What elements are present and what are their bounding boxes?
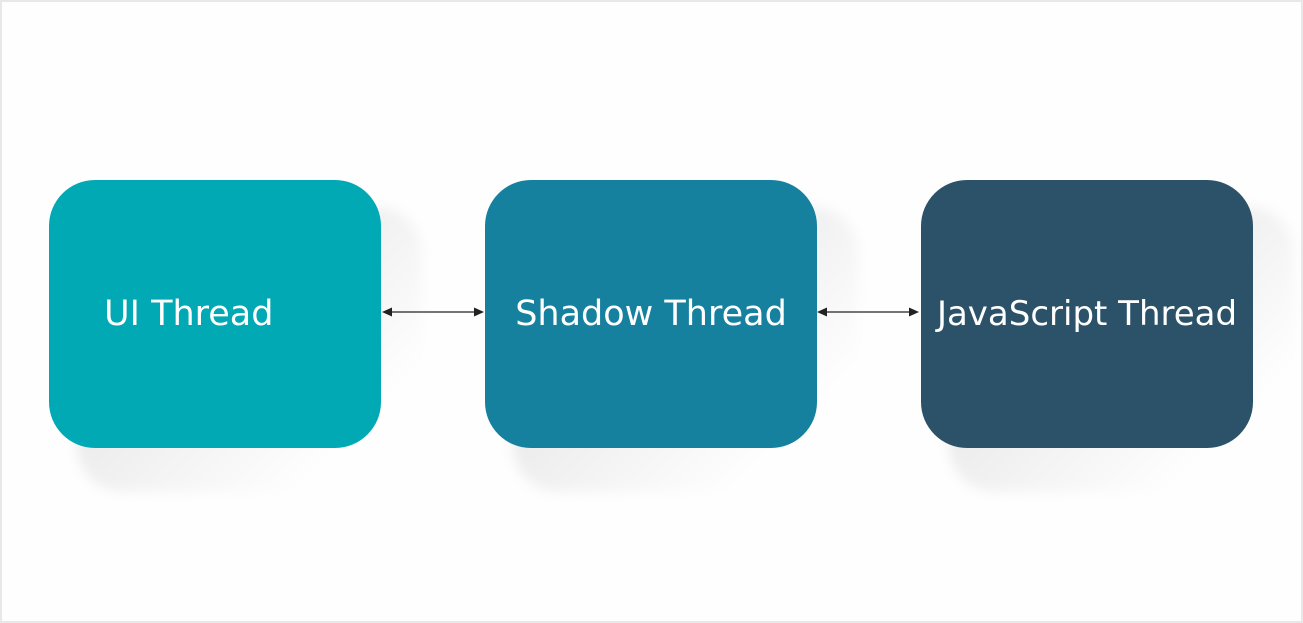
- javascript-thread-label: JavaScript Thread: [936, 294, 1238, 334]
- ui-thread-label: UI Thread: [104, 294, 274, 334]
- shadow-js-bidirectional-arrow-icon: [817, 305, 919, 319]
- ui-thread-node: UI Thread: [49, 180, 381, 448]
- ui-shadow-bidirectional-arrow-icon: [382, 305, 484, 319]
- javascript-thread-node: JavaScript Thread: [921, 180, 1253, 448]
- shadow-thread-label: Shadow Thread: [515, 294, 787, 334]
- shadow-thread-node: Shadow Thread: [485, 180, 817, 448]
